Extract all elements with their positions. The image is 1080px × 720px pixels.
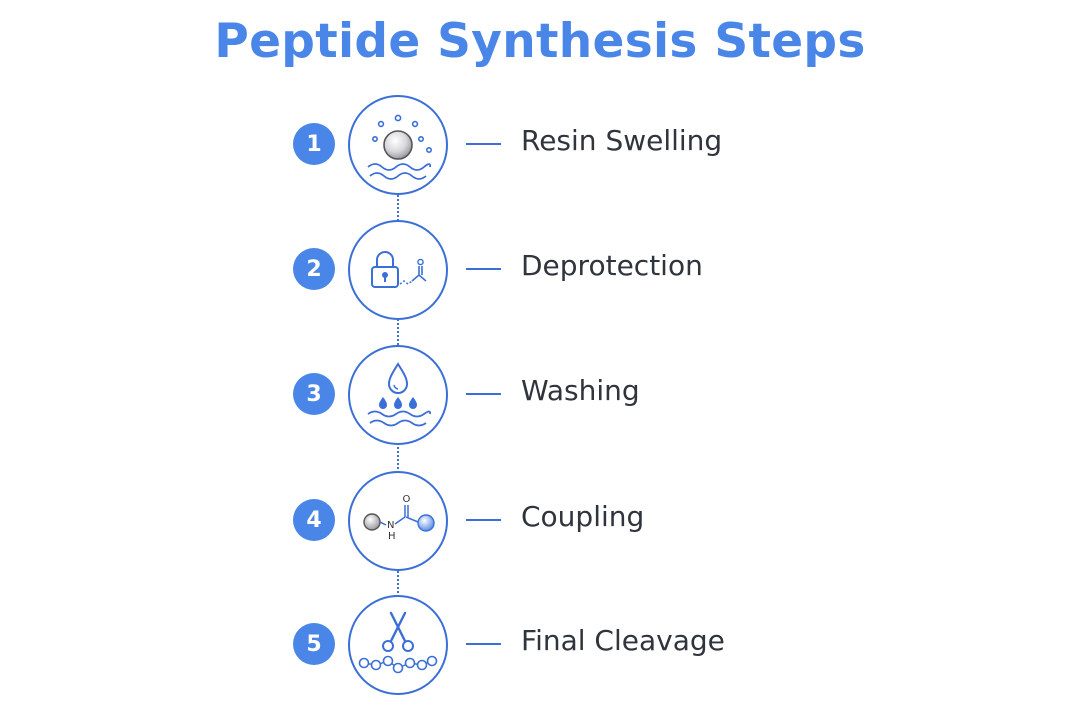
step-resin-swelling: 1 Resin Swelling	[0, 94, 1080, 195]
step-washing: 3 Washing	[0, 344, 1080, 445]
amide-bond-icon: N H O	[348, 471, 448, 571]
step-number-badge: 1	[293, 123, 335, 165]
padlock-protecting-group-icon	[348, 220, 448, 320]
oxygen-atom-label: O	[403, 494, 411, 505]
label-connector-dash	[466, 268, 501, 270]
step-label: Final Cleavage	[521, 624, 725, 657]
page-title: Peptide Synthesis Steps	[214, 14, 866, 69]
resin-bead-swelling-icon	[348, 95, 448, 195]
label-connector-dash	[466, 643, 501, 645]
step-number-badge: 5	[293, 623, 335, 665]
label-connector-dash	[466, 143, 501, 145]
water-drops-icon	[348, 345, 448, 445]
step-deprotection: 2 Deprotection	[0, 219, 1080, 320]
hydrogen-atom-label: H	[388, 531, 396, 542]
step-final-cleavage: 5 Final Cleavage	[0, 594, 1080, 695]
step-number-badge: 3	[293, 373, 335, 415]
step-label: Deprotection	[521, 249, 703, 282]
step-label: Resin Swelling	[521, 124, 723, 157]
scissors-chain-icon	[348, 595, 448, 695]
step-label: Washing	[521, 374, 640, 407]
step-coupling: 4 N H O Coupling	[0, 470, 1080, 571]
step-label: Coupling	[521, 500, 645, 533]
label-connector-dash	[466, 519, 501, 521]
step-number-badge: 4	[293, 499, 335, 541]
label-connector-dash	[466, 393, 501, 395]
step-number-badge: 2	[293, 248, 335, 290]
nitrogen-atom-label: N	[387, 520, 394, 531]
